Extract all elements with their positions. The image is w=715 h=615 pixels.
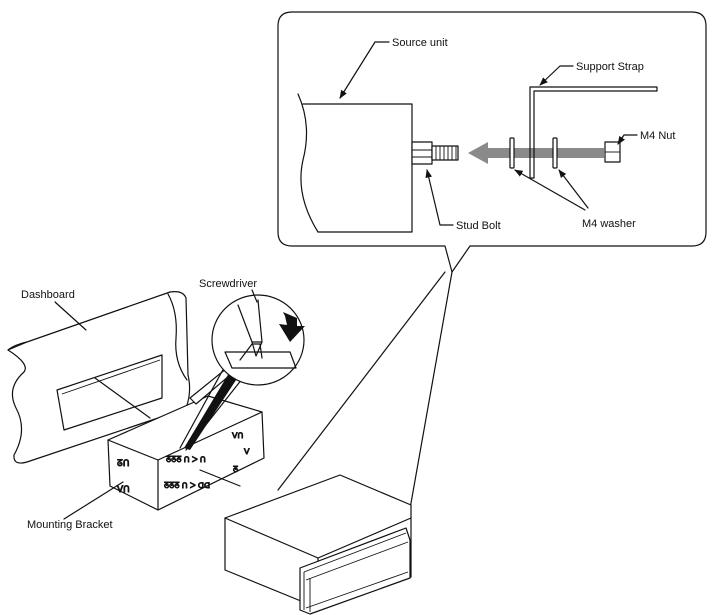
m4-washer-left [509, 137, 515, 169]
assembly-direction-arrow [468, 142, 604, 164]
label-m4-nut: M4 Nut [640, 130, 675, 142]
bracket-tabs: ᘔᑎ ᐯᑎ ᘔᘔᘔ ᑎ ᐳ ᑎ ᘔᘔᘔ ᑎ ᐳ ᗡᗡ ᐯᑎ ᐯ ᘔ [117, 431, 251, 495]
callout-pointer-line-left [277, 271, 446, 491]
screwdriver-leader [251, 289, 258, 303]
label-mounting-bracket: Mounting Bracket [27, 519, 113, 531]
m4-nut-leader [617, 134, 638, 145]
label-source-unit: Source unit [392, 37, 448, 49]
dashboard [7, 291, 191, 464]
svg-text:ᘔᘔᘔ ᑎ ᐳ ᗡᗡ: ᘔᘔᘔ ᑎ ᐳ ᗡᗡ [164, 481, 210, 490]
label-m4-washer: M4 washer [582, 218, 636, 230]
support-strap-leader [539, 65, 574, 86]
svg-text:ᘔᘔᘔ ᑎ ᐳ ᑎ: ᘔᘔᘔ ᑎ ᐳ ᑎ [166, 455, 206, 464]
source-unit [297, 93, 413, 233]
svg-text:ᐯᑎ: ᐯᑎ [117, 484, 130, 494]
svg-text:ᘔ: ᘔ [233, 465, 238, 474]
svg-text:ᘔᑎ: ᘔᑎ [117, 458, 129, 468]
mounting-bracket-leader [63, 481, 124, 520]
stud-bolt [411, 141, 459, 165]
m4-washer-leader-left [514, 169, 586, 211]
source-unit-leader [339, 41, 390, 99]
callout-pointer-line-right [407, 271, 453, 521]
screwdriver-inset [179, 294, 305, 451]
label-stud-bolt: Stud Bolt [456, 220, 501, 232]
m4-washer-leader-right [558, 169, 589, 209]
dashboard-leader [54, 301, 87, 331]
mounting-bracket: ᘔᑎ ᐯᑎ ᘔᘔᘔ ᑎ ᐳ ᑎ ᘔᘔᘔ ᑎ ᐳ ᗡᗡ ᐯᑎ ᐯ ᘔ [94, 377, 265, 511]
source-unit-box [224, 474, 412, 615]
stud-bolt-leader [425, 169, 454, 226]
detail-callout [277, 11, 707, 521]
svg-text:ᐯ: ᐯ [244, 447, 250, 456]
m4-nut [604, 141, 621, 163]
svg-text:ᐯᑎ: ᐯᑎ [232, 431, 243, 440]
support-strap [529, 86, 658, 179]
label-screwdriver: Screwdriver [199, 278, 257, 290]
m4-washer-right [552, 137, 558, 169]
label-dashboard: Dashboard [21, 289, 75, 301]
label-support-strap: Support Strap [576, 61, 644, 73]
callout-bubble [277, 11, 707, 273]
